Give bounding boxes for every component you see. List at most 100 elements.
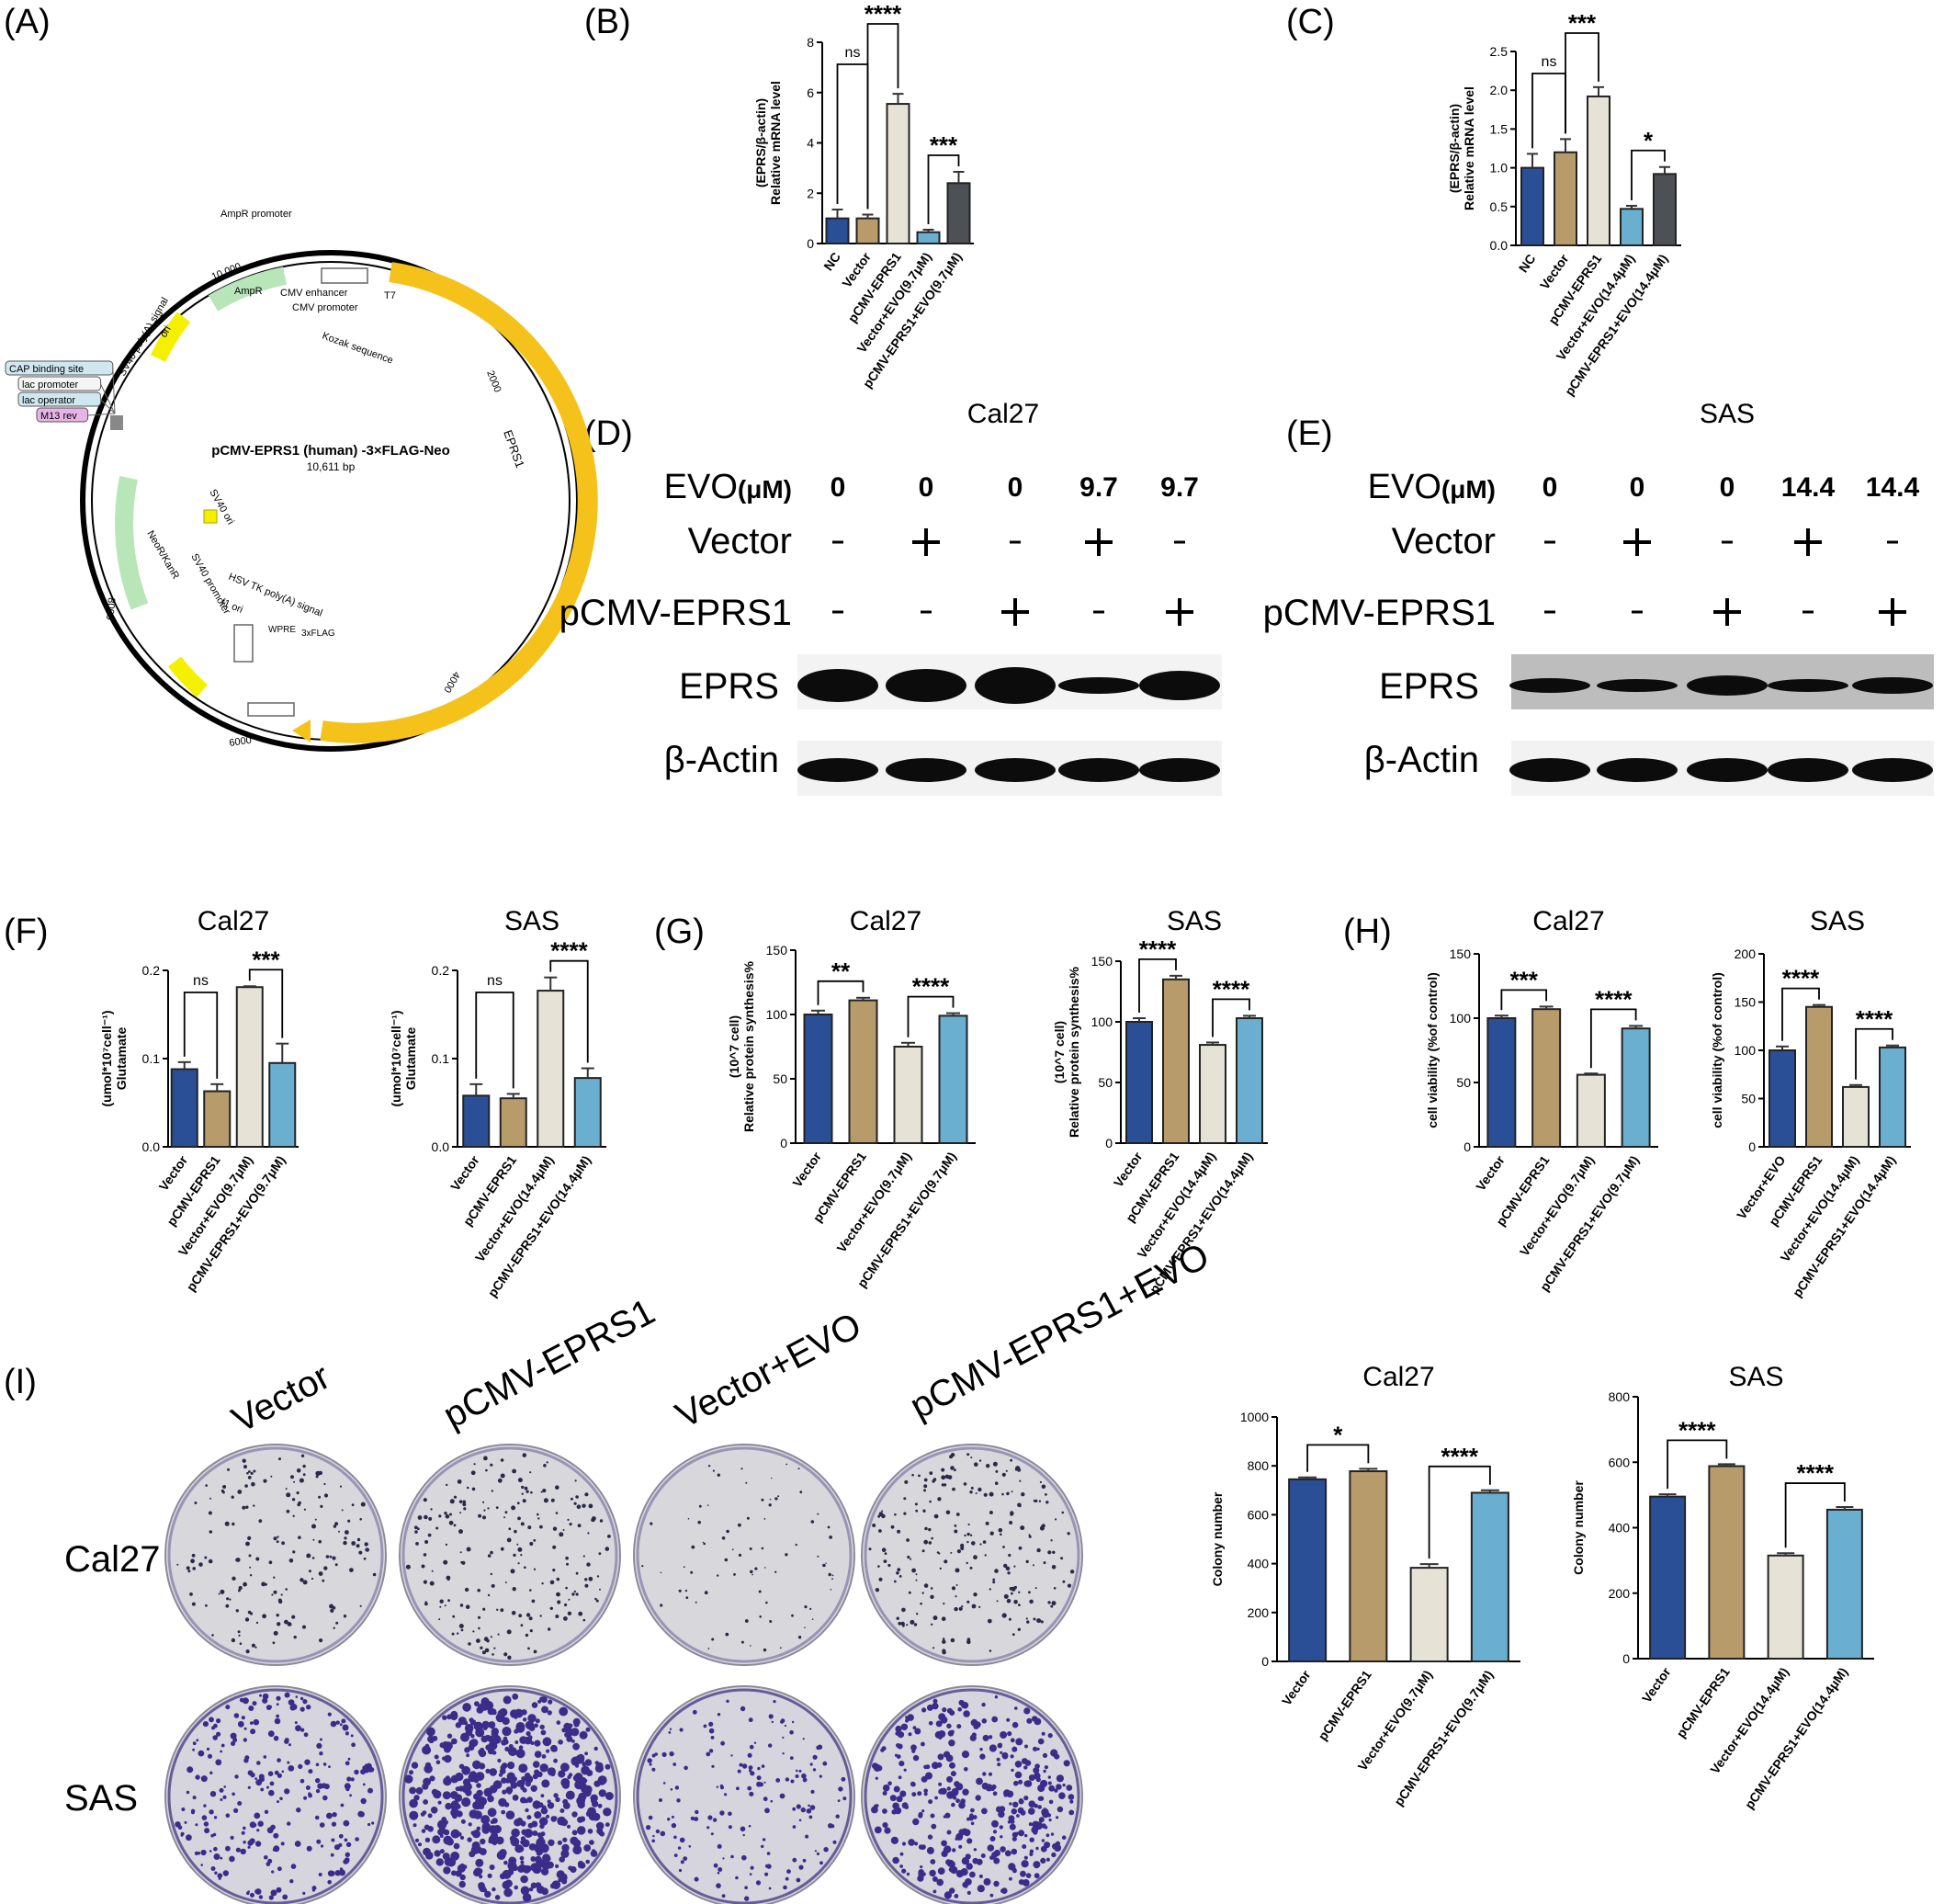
colony-dot	[954, 1468, 956, 1472]
colony-dot	[316, 1839, 322, 1844]
significance-label: ****	[1797, 1459, 1835, 1487]
colony-dot	[497, 1478, 503, 1483]
colony-dot	[176, 1563, 179, 1566]
colony-dot	[1066, 1785, 1073, 1791]
colony-dot	[253, 1718, 260, 1726]
colony-dot	[517, 1846, 525, 1853]
plasmid-feature-label: T7	[384, 290, 396, 301]
colony-dot	[293, 1480, 296, 1483]
colony-dot	[662, 1782, 666, 1785]
colony-dot	[779, 1793, 785, 1799]
colony-dot	[232, 1522, 235, 1526]
colony-dot	[981, 1808, 988, 1815]
colony-dot	[831, 1574, 834, 1577]
colony-dot	[690, 1816, 695, 1820]
y-tick-label: 0.0	[142, 1139, 161, 1154]
colony-dot	[251, 1481, 255, 1487]
wb-band-eprs	[1852, 677, 1933, 694]
colony-dot	[477, 1615, 481, 1619]
significance-bracket	[1784, 1482, 1846, 1548]
colony-dot	[750, 1771, 755, 1776]
colony-dot	[233, 1808, 239, 1813]
colony-dot	[222, 1485, 227, 1489]
colony-dot	[1000, 1846, 1006, 1853]
colony-dot	[948, 1740, 955, 1747]
colony-dot	[749, 1791, 754, 1796]
colony-dot	[547, 1799, 551, 1804]
colony-dot	[572, 1742, 580, 1751]
colony-dot	[290, 1704, 298, 1710]
colony-dot	[525, 1730, 531, 1737]
colony-dot	[256, 1761, 261, 1765]
colony-dot	[253, 1469, 256, 1473]
significance-label: ***	[1510, 966, 1539, 993]
colony-dot	[909, 1558, 912, 1560]
colony-dot	[804, 1605, 808, 1609]
y-tick-label: 0	[1261, 1654, 1269, 1669]
colony-dot	[280, 1842, 285, 1846]
colony-dot	[527, 1647, 530, 1650]
significance-label: ****	[550, 937, 588, 965]
colony-dot	[516, 1780, 524, 1787]
colony-dot	[1025, 1559, 1029, 1564]
colony-dot	[520, 1836, 526, 1842]
colony-dot	[980, 1853, 986, 1858]
colony-dot	[819, 1861, 823, 1865]
colony-dot	[669, 1728, 672, 1730]
colony-dot	[584, 1583, 589, 1588]
colony-dot	[785, 1463, 788, 1466]
colony-dot	[1037, 1805, 1042, 1809]
colony-dot	[777, 1495, 780, 1498]
wpre-box	[247, 702, 295, 717]
colony-dot	[192, 1741, 197, 1746]
colony-dot	[605, 1792, 614, 1800]
colony-dot	[1003, 1593, 1009, 1599]
culture-dish-rim	[401, 1688, 618, 1904]
colony-dot	[517, 1516, 521, 1521]
colony-dot	[520, 1554, 523, 1557]
colony-dot	[559, 1706, 569, 1717]
colony-dot	[424, 1540, 429, 1544]
colony-dot	[1008, 1617, 1011, 1621]
colony-dot	[971, 1732, 977, 1738]
colony-dot	[764, 1567, 766, 1569]
colony-dot	[297, 1502, 301, 1507]
y-tick-label: 600	[1248, 1507, 1270, 1522]
colony-dot	[334, 1522, 339, 1526]
colony-dot	[198, 1562, 203, 1567]
colony-dot	[814, 1850, 818, 1853]
colony-dot	[641, 1565, 644, 1568]
colony-dot	[1052, 1550, 1056, 1555]
colony-dot	[184, 1820, 187, 1824]
colony-dot	[823, 1847, 829, 1853]
y-axis-label: (EPRS/β-actin)	[1447, 104, 1462, 193]
colony-dot	[514, 1728, 519, 1734]
colony-dot	[1035, 1846, 1039, 1851]
colony-dot	[516, 1502, 520, 1505]
colony-dot	[330, 1720, 337, 1728]
y-tick-label: 6	[807, 85, 814, 100]
colony-dot	[481, 1822, 492, 1831]
colony-dot	[976, 1777, 983, 1785]
colony-dot	[438, 1618, 441, 1621]
colony-dot	[969, 1871, 976, 1878]
colony-dot	[212, 1735, 218, 1740]
colony-dot	[881, 1746, 887, 1751]
colony-dot	[971, 1604, 977, 1609]
colony-dot	[475, 1858, 484, 1867]
colony-dot	[950, 1453, 955, 1457]
colony-dot	[911, 1473, 914, 1477]
colony-dot	[480, 1747, 485, 1752]
colony-dot	[998, 1527, 1003, 1533]
plasmid-site-connector	[87, 413, 116, 416]
colony-dot	[654, 1752, 658, 1756]
colony-dot	[473, 1463, 476, 1466]
colony-dot	[300, 1728, 305, 1732]
colony-dot	[587, 1532, 590, 1535]
colony-dot	[511, 1505, 516, 1511]
colony-dot	[1047, 1775, 1052, 1779]
colony-dot	[755, 1880, 762, 1886]
colony-dot	[445, 1514, 450, 1519]
colony-dot	[543, 1498, 548, 1503]
colony-dot	[868, 1547, 872, 1551]
